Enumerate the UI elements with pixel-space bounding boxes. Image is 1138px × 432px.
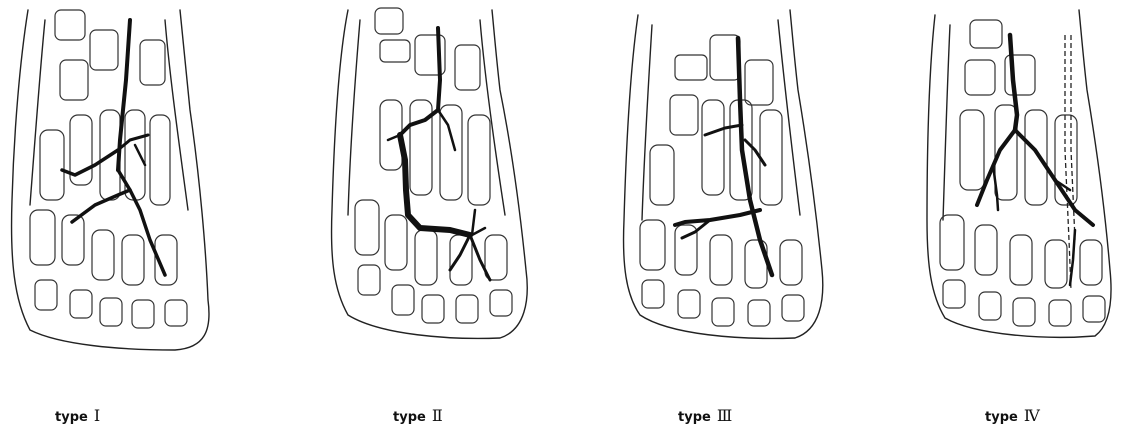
caption-text: type xyxy=(678,410,711,425)
caption-numeral: Ⅳ xyxy=(1024,406,1040,425)
caption-numeral: Ⅰ xyxy=(94,406,100,425)
panel-type-1: type Ⅰ xyxy=(0,0,260,432)
bones xyxy=(640,35,804,326)
caption-text: type xyxy=(393,410,426,425)
foot-outline xyxy=(927,10,1111,337)
caption-text: type xyxy=(985,410,1018,425)
foot-outline xyxy=(12,10,210,350)
panel-type-3: type Ⅲ xyxy=(600,0,860,432)
foot-outline xyxy=(624,10,823,338)
foot-diagram-type-1 xyxy=(0,0,260,400)
bones xyxy=(940,20,1105,326)
foot-diagram-type-4 xyxy=(905,0,1135,400)
panel-type-4: type Ⅳ xyxy=(905,0,1138,432)
caption-type-4: type Ⅳ xyxy=(985,406,1138,425)
caption-numeral: Ⅲ xyxy=(717,406,732,425)
foot-outline xyxy=(332,10,528,338)
bones xyxy=(30,10,187,328)
panel-type-2: type Ⅱ xyxy=(300,0,560,432)
caption-type-1: type Ⅰ xyxy=(55,406,315,425)
caption-type-3: type Ⅲ xyxy=(678,406,938,425)
caption-numeral: Ⅱ xyxy=(432,406,443,425)
artery-branches xyxy=(388,28,490,280)
foot-diagram-type-3 xyxy=(600,0,860,400)
caption-text: type xyxy=(55,410,88,425)
foot-diagram-type-2 xyxy=(300,0,560,400)
